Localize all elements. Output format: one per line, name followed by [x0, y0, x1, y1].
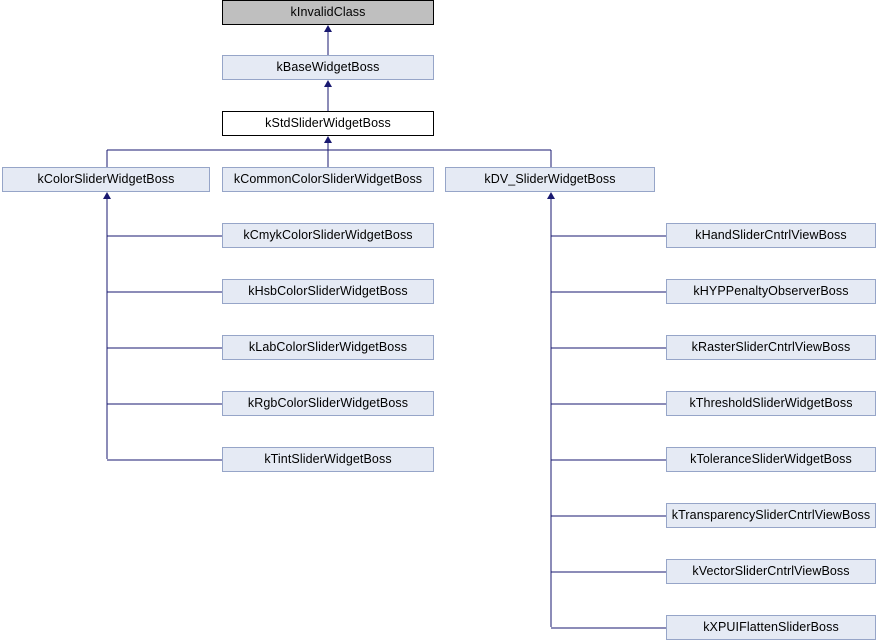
class-node-label: kHYPPenaltyObserverBoss — [693, 284, 849, 299]
class-node-kStdSliderWidgetBoss[interactable]: kStdSliderWidgetBoss — [222, 111, 434, 136]
arrowhead-kCommonColorSliderWidgetBoss-to-kStdSliderWidgetBoss — [324, 136, 332, 143]
class-node-kRasterSliderCntrlViewBoss[interactable]: kRasterSliderCntrlViewBoss — [666, 335, 876, 360]
class-node-label: kTransparencySliderCntrlViewBoss — [671, 508, 871, 523]
arrowhead-right-bus-to-kDV_SliderWidgetBoss — [547, 192, 555, 199]
class-node-label: kLabColorSliderWidgetBoss — [248, 340, 408, 355]
class-node-label: kDV_SliderWidgetBoss — [484, 172, 616, 187]
class-node-kHYPPenaltyObserverBoss[interactable]: kHYPPenaltyObserverBoss — [666, 279, 876, 304]
class-node-kToleranceSliderWidgetBoss[interactable]: kToleranceSliderWidgetBoss — [666, 447, 876, 472]
arrowhead-kBaseWidgetBoss-to-kInvalidClass — [324, 25, 332, 32]
class-node-kXPUIFlattenSliderBoss[interactable]: kXPUIFlattenSliderBoss — [666, 615, 876, 640]
class-node-kHsbColorSliderWidgetBoss[interactable]: kHsbColorSliderWidgetBoss — [222, 279, 434, 304]
class-node-label: kRgbColorSliderWidgetBoss — [247, 396, 409, 411]
class-node-label: kBaseWidgetBoss — [276, 60, 380, 75]
class-node-label: kCmykColorSliderWidgetBoss — [243, 228, 413, 243]
arrowhead-kStdSliderWidgetBoss-to-kBaseWidgetBoss — [324, 80, 332, 87]
class-node-kDV_SliderWidgetBoss[interactable]: kDV_SliderWidgetBoss — [445, 167, 655, 192]
class-node-kCommonColorSliderWidgetBoss[interactable]: kCommonColorSliderWidgetBoss — [222, 167, 434, 192]
class-node-label: kThresholdSliderWidgetBoss — [689, 396, 853, 411]
class-node-label: kXPUIFlattenSliderBoss — [703, 620, 839, 635]
class-node-kCmykColorSliderWidgetBoss[interactable]: kCmykColorSliderWidgetBoss — [222, 223, 434, 248]
class-node-label: kVectorSliderCntrlViewBoss — [692, 564, 850, 579]
class-node-label: kCommonColorSliderWidgetBoss — [233, 172, 423, 187]
class-node-label: kHandSliderCntrlViewBoss — [695, 228, 847, 243]
class-node-kThresholdSliderWidgetBoss[interactable]: kThresholdSliderWidgetBoss — [666, 391, 876, 416]
class-node-label: kColorSliderWidgetBoss — [37, 172, 175, 187]
class-node-label: kInvalidClass — [290, 5, 366, 20]
class-node-kBaseWidgetBoss[interactable]: kBaseWidgetBoss — [222, 55, 434, 80]
class-node-label: kToleranceSliderWidgetBoss — [690, 452, 852, 467]
class-node-kHandSliderCntrlViewBoss[interactable]: kHandSliderCntrlViewBoss — [666, 223, 876, 248]
class-node-label: kRasterSliderCntrlViewBoss — [691, 340, 851, 355]
class-node-label: kStdSliderWidgetBoss — [265, 116, 391, 131]
class-node-kColorSliderWidgetBoss[interactable]: kColorSliderWidgetBoss — [2, 167, 210, 192]
class-node-kTransparencySliderCntrlViewBoss[interactable]: kTransparencySliderCntrlViewBoss — [666, 503, 876, 528]
class-node-kTintSliderWidgetBoss[interactable]: kTintSliderWidgetBoss — [222, 447, 434, 472]
class-node-kInvalidClass[interactable]: kInvalidClass — [222, 0, 434, 25]
class-node-kVectorSliderCntrlViewBoss[interactable]: kVectorSliderCntrlViewBoss — [666, 559, 876, 584]
class-node-label: kTintSliderWidgetBoss — [264, 452, 392, 467]
arrowhead-left-bus-to-kColorSliderWidgetBoss — [103, 192, 111, 199]
class-node-kLabColorSliderWidgetBoss[interactable]: kLabColorSliderWidgetBoss — [222, 335, 434, 360]
class-node-kRgbColorSliderWidgetBoss[interactable]: kRgbColorSliderWidgetBoss — [222, 391, 434, 416]
class-node-label: kHsbColorSliderWidgetBoss — [248, 284, 408, 299]
